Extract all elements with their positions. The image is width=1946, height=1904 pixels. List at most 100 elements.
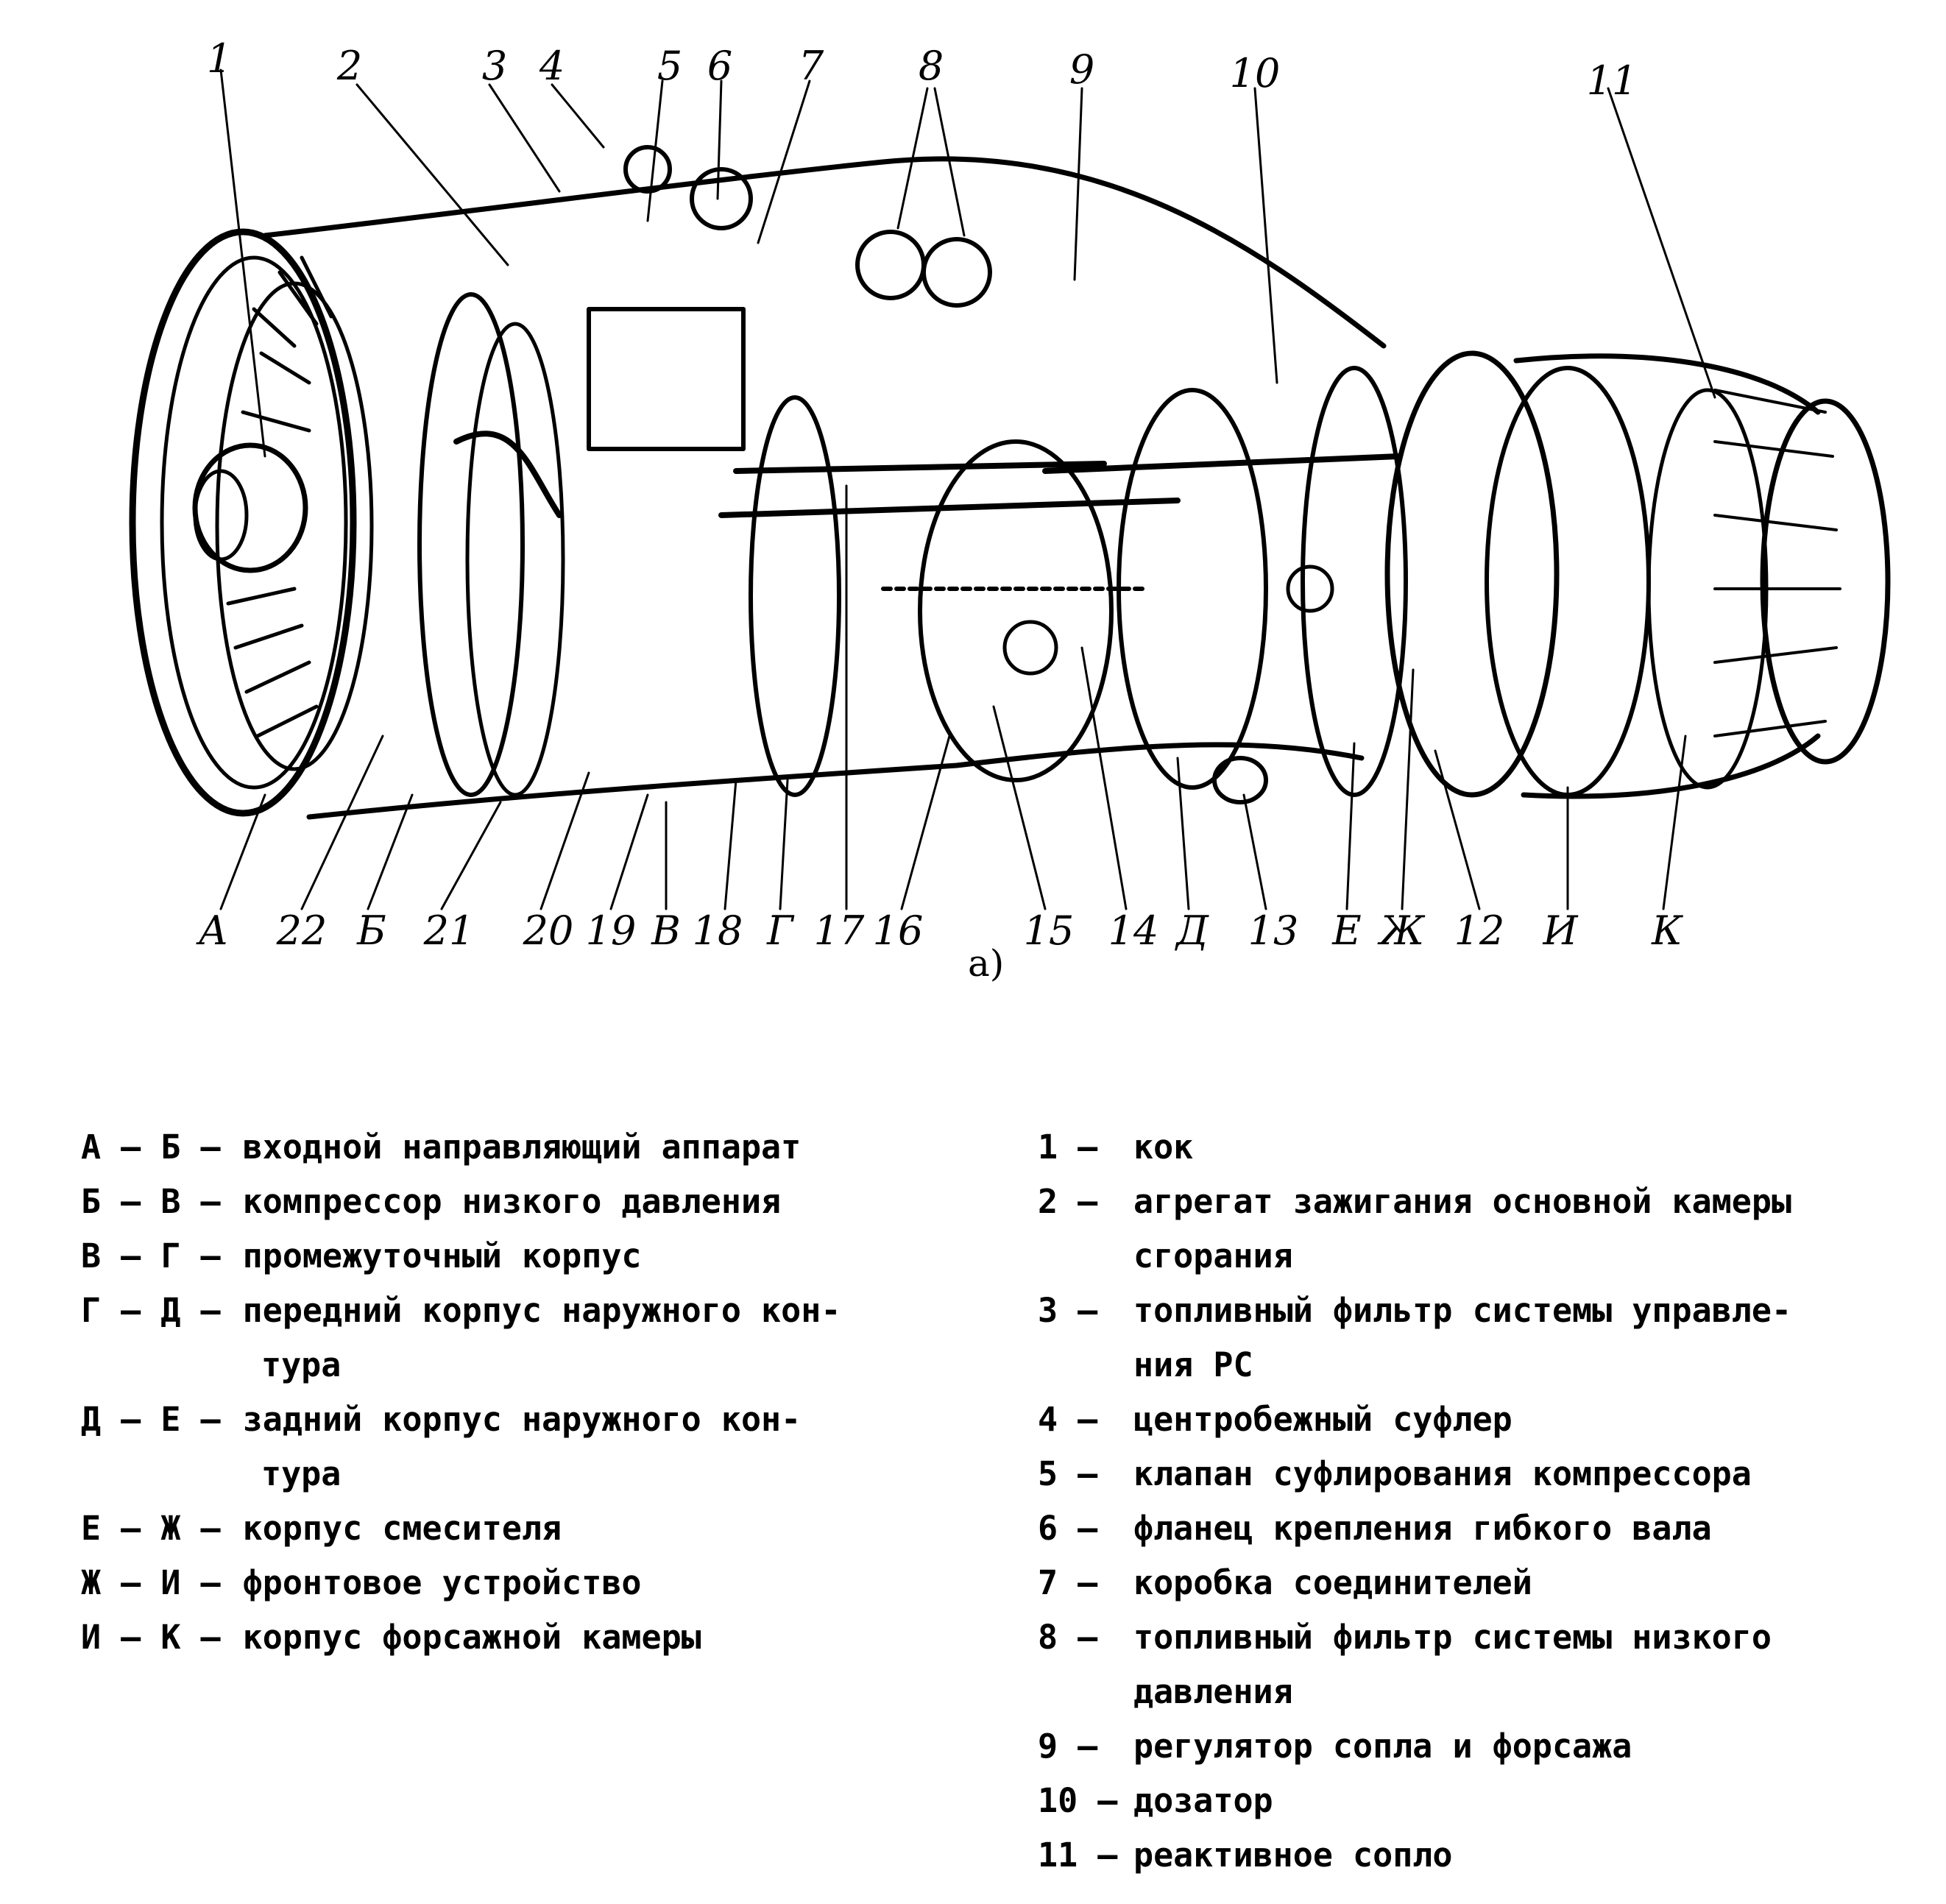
label-part-15: 15 (1023, 907, 1075, 954)
label-part-1: 1 (206, 35, 233, 82)
label-part-5: 5 (657, 43, 683, 89)
label-part-19: 19 (585, 907, 637, 954)
legend-key: 9 – (1038, 1727, 1098, 1766)
legend-row: 2 – агрегат зажигания основной камеры (1038, 1175, 1791, 1229)
legend-row: Ж – И – фронтовое устройство (81, 1556, 841, 1610)
figure-caption: а) (968, 942, 1005, 985)
label-section-G: Г (767, 907, 793, 954)
legend-text: топливный фильтр системы низкого (1133, 1618, 1772, 1657)
legend-key: И – К – (81, 1618, 221, 1657)
label-part-21: 21 (423, 907, 475, 954)
legend-row-cont: тура (81, 1338, 841, 1392)
label-part-6: 6 (707, 43, 733, 89)
label-section-D: Д (1176, 907, 1209, 954)
nozzle-ring (1760, 398, 1891, 765)
legend-row: 8 – топливный фильтр системы низкого (1038, 1610, 1791, 1665)
legend-row-cont: давления (1038, 1665, 1791, 1719)
label-section-I: И (1543, 907, 1578, 954)
legend-key: Г – Д – (81, 1291, 221, 1330)
legend-text-cont: давления (1133, 1672, 1293, 1711)
legend-key: 10 – (1038, 1781, 1118, 1820)
legend-text: регулятор сопла и форсажа (1133, 1727, 1632, 1766)
label-section-K: К (1652, 907, 1683, 954)
engine-diagram: 1 2 3 4 5 6 7 8 9 10 11 А 22 Б 21 20 19 … (129, 35, 1891, 985)
legend-key: 6 – (1038, 1509, 1098, 1548)
legend-key: 3 – (1038, 1291, 1098, 1330)
legend-text: реактивное сопло (1133, 1836, 1453, 1875)
legend-text-cont: тура (261, 1345, 342, 1384)
legend-text: компрессор низкого давления (242, 1182, 782, 1221)
legend-row: А – Б –входной направляющий аппарат (81, 1120, 841, 1175)
legend-key: Д – Е – (81, 1400, 221, 1439)
legend-text: клапан суфлирования компрессора (1133, 1454, 1752, 1493)
label-part-12: 12 (1454, 907, 1505, 954)
legend-text: фронтовое устройство (242, 1563, 642, 1602)
legend-text: кок (1133, 1128, 1194, 1167)
legend-text: передний корпус наружного кон- (242, 1291, 841, 1330)
legend-key: 8 – (1038, 1618, 1098, 1657)
engine-drawing (129, 68, 1891, 910)
legend-text: коробка соединителей (1133, 1563, 1532, 1602)
legend-row-cont: ния РС (1038, 1338, 1791, 1392)
legend-key: 7 – (1038, 1563, 1098, 1602)
label-part-10: 10 (1229, 50, 1281, 96)
legend-row: Б – В – компрессор низкого давления (81, 1175, 841, 1229)
label-section-Zh: Ж (1379, 907, 1425, 954)
legend-key: В – Г – (81, 1236, 221, 1275)
legend-text-cont: ния РС (1133, 1345, 1253, 1384)
legend-row: Е – Ж –корпус смесителя (81, 1501, 841, 1556)
legend-text: центробежный суфлер (1133, 1400, 1512, 1439)
legend-row: 6 – фланец крепления гибкого вала (1038, 1501, 1791, 1556)
label-part-2: 2 (336, 43, 363, 89)
legend-row: 7 – коробка соединителей (1038, 1556, 1791, 1610)
label-part-16: 16 (872, 907, 924, 954)
label-part-20: 20 (523, 907, 574, 954)
legend-key: 4 – (1038, 1400, 1098, 1439)
label-part-4: 4 (539, 43, 565, 89)
legend-row: Д – Е –задний корпус наружного кон- (81, 1392, 841, 1447)
legend-text: корпус смесителя (242, 1509, 562, 1548)
label-section-V: В (651, 907, 681, 954)
legend-row-cont: сгорания (1038, 1229, 1791, 1284)
legend-text-cont: тура (261, 1454, 342, 1493)
label-part-14: 14 (1108, 907, 1159, 954)
label-section-A: А (198, 907, 229, 954)
legend-key: 11 – (1038, 1836, 1118, 1875)
label-part-7: 7 (798, 43, 824, 89)
legend-row: 11 – реактивное сопло (1038, 1828, 1791, 1883)
legend-text: корпус форсажной камеры (242, 1618, 701, 1657)
label-part-18: 18 (692, 907, 743, 954)
legend-row: 9 – регулятор сопла и форсажа (1038, 1719, 1791, 1774)
legend-key: 1 – (1038, 1128, 1098, 1167)
legend-row: В – Г – промежуточный корпус (81, 1229, 841, 1284)
legend-key: 2 – (1038, 1182, 1098, 1221)
legend-row: Г – Д – передний корпус наружного кон- (81, 1284, 841, 1338)
label-section-E: Е (1332, 907, 1362, 954)
label-part-8: 8 (918, 43, 944, 89)
label-section-B: Б (357, 907, 386, 954)
legend-text: топливный фильтр системы управле- (1133, 1291, 1792, 1330)
label-part-9: 9 (1069, 46, 1095, 93)
label-part-22: 22 (276, 907, 328, 954)
inlet-flange (129, 228, 357, 817)
legend-sections: А – Б –входной направляющий аппарат Б – … (81, 1120, 841, 1665)
legend-key: Ж – И – (81, 1563, 221, 1602)
label-part-11: 11 (1586, 57, 1638, 104)
legend-row: 3 – топливный фильтр системы управле- (1038, 1284, 1791, 1338)
legend-parts: 1 – кок 2 – агрегат зажигания основной кам… (1038, 1120, 1791, 1883)
legend-text: промежуточный корпус (242, 1236, 642, 1275)
legend-text: агрегат зажигания основной камеры (1133, 1182, 1792, 1221)
legend-row: 10 – дозатор (1038, 1774, 1791, 1828)
legend-key: Б – В – (81, 1182, 221, 1221)
legend-row: И – К – корпус форсажной камеры (81, 1610, 841, 1665)
legend-row: 1 – кок (1038, 1120, 1791, 1175)
legend-row: 5 –клапан суфлирования компрессора (1038, 1447, 1791, 1501)
label-part-17: 17 (813, 907, 865, 954)
spinner-cone (192, 442, 308, 573)
legend-row: 4 – центробежный суфлер (1038, 1392, 1791, 1447)
legend-key: А – Б – (81, 1128, 221, 1167)
label-part-13: 13 (1248, 907, 1299, 954)
legend-text-cont: сгорания (1133, 1236, 1293, 1275)
legend-text: дозатор (1133, 1781, 1273, 1820)
legend-text: фланец крепления гибкого вала (1133, 1509, 1712, 1548)
